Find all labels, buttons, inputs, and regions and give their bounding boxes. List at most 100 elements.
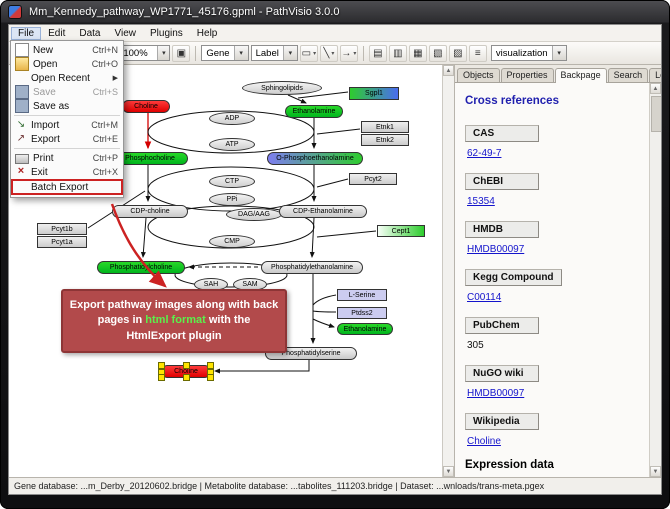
node-choline[interactable]: Choline: [122, 100, 170, 113]
selection-handle[interactable]: [207, 374, 214, 381]
scroll-down-icon[interactable]: ▼: [650, 466, 661, 477]
tab-objects[interactable]: Objects: [457, 68, 500, 82]
xref-database-name: HMDB: [465, 221, 539, 238]
file-menu-item-save-as[interactable]: Save as: [11, 99, 123, 113]
node-sgpl1[interactable]: Sgpl1: [349, 87, 399, 100]
node-etnk2[interactable]: Etnk2: [361, 134, 409, 146]
node-ethanolamine[interactable]: Ethanolamine: [285, 105, 343, 118]
panel-vertical-scrollbar[interactable]: ▲ ▼: [649, 83, 661, 477]
node-phosphatidylcholine[interactable]: Phosphatidylcholine: [97, 261, 185, 274]
tab-search[interactable]: Search: [607, 68, 649, 82]
node-l-serine[interactable]: L-Serine: [337, 289, 387, 301]
arrow-tool-dropdown[interactable]: →▾: [339, 44, 358, 62]
visualization-dropdown[interactable]: visualization ▾: [490, 45, 567, 61]
node-etnk1[interactable]: Etnk1: [361, 121, 409, 133]
callout-highlight: html format: [145, 314, 206, 327]
node-ptdss2[interactable]: Ptdss2: [337, 307, 387, 319]
callout-line1: Export pathway images along with back: [69, 299, 279, 311]
menu-shortcut: Ctrl+N: [92, 45, 118, 55]
align-top-icon[interactable]: ▦: [408, 44, 427, 62]
node-dag-aag[interactable]: DAG/AAG: [226, 208, 282, 221]
canvas-vertical-scrollbar[interactable]: ▲ ▼: [442, 65, 454, 477]
align-left-icon[interactable]: ▤: [368, 44, 387, 62]
selection-handle[interactable]: [158, 374, 165, 381]
node-sphingolipids[interactable]: Sphingolipids: [242, 81, 322, 95]
align-center-icon[interactable]: ▥: [388, 44, 407, 62]
file-menu-item-open-recent[interactable]: Open Recent▶: [11, 71, 123, 85]
selection-handle[interactable]: [183, 374, 190, 381]
node-cdp-choline[interactable]: CDP-choline: [112, 205, 188, 218]
selection-handle[interactable]: [183, 362, 190, 369]
node-pcyt1b[interactable]: Pcyt1b: [37, 223, 87, 235]
xref-database-name: NuGO wiki: [465, 365, 539, 382]
distribute-vertical-icon[interactable]: ▨: [448, 44, 467, 62]
export-icon: [15, 133, 27, 145]
node-phosphatidylethanolamine[interactable]: Phosphatidylethanolamine: [261, 261, 363, 274]
stack-objects-icon[interactable]: ≡: [468, 44, 487, 62]
scrollbar-thumb[interactable]: [651, 96, 661, 132]
node-ppi[interactable]: PPi: [209, 193, 255, 206]
zoom-fit-icon[interactable]: ▣: [172, 44, 191, 62]
xref-link[interactable]: HMDB00097: [467, 244, 525, 255]
scroll-up-icon[interactable]: ▲: [650, 83, 661, 94]
xref-link[interactable]: C00114: [467, 292, 502, 303]
menu-file[interactable]: File: [11, 26, 42, 40]
menu-help[interactable]: Help: [196, 27, 218, 39]
tab-backpage[interactable]: Backpage: [554, 68, 607, 83]
chevron-down-icon[interactable]: ▾: [282, 46, 297, 60]
gene-template-dropdown[interactable]: Gene ▾: [201, 45, 249, 61]
distribute-horizontal-icon[interactable]: ▧: [428, 44, 447, 62]
node-ethanolamine[interactable]: Ethanolamine: [337, 323, 393, 335]
chevron-down-icon[interactable]: ▾: [551, 46, 566, 60]
titlebar[interactable]: Mm_Kennedy_pathway_WP1771_45176.gpml - P…: [0, 0, 670, 24]
node-pcyt1a[interactable]: Pcyt1a: [37, 236, 87, 248]
node-cept1[interactable]: Cept1: [377, 225, 425, 237]
node-adp[interactable]: ADP: [209, 112, 255, 125]
file-menu-item-label: Save: [33, 86, 56, 98]
tab-legend[interactable]: Legend: [649, 68, 661, 82]
scroll-down-icon[interactable]: ▼: [443, 466, 454, 477]
file-menu-item-batch-export[interactable]: Batch Export: [11, 179, 123, 195]
chevron-down-icon[interactable]: ▾: [233, 46, 248, 60]
menu-shortcut: Ctrl+O: [91, 59, 118, 69]
node-cdp-ethanolamine[interactable]: CDP-Ethanolamine: [279, 205, 367, 218]
menu-data[interactable]: Data: [79, 27, 101, 39]
node-ctp[interactable]: CTP: [209, 175, 255, 188]
node-o-phosphoethanolamine[interactable]: O-Phosphoethanolamine: [267, 152, 363, 165]
node-choline[interactable]: Choline: [158, 362, 214, 381]
node-phosphatidylserine[interactable]: Phosphatidylserine: [265, 347, 357, 360]
tab-properties[interactable]: Properties: [500, 68, 554, 82]
callout-line2-post: with the: [205, 314, 251, 327]
node-pcyt2[interactable]: Pcyt2: [349, 173, 397, 185]
menu-view[interactable]: View: [114, 27, 136, 39]
menu-item-spacer: [15, 72, 27, 84]
xref-link[interactable]: HMDB00097: [467, 388, 525, 399]
scroll-up-icon[interactable]: ▲: [443, 65, 454, 76]
line-tool-dropdown[interactable]: ╲▾: [319, 44, 338, 62]
node-cmp[interactable]: CMP: [209, 235, 255, 248]
xref-link[interactable]: 15354: [467, 196, 495, 207]
xref-link[interactable]: 62-49-7: [467, 148, 502, 159]
zoom-combobox[interactable]: 100% ▾: [118, 45, 171, 61]
xref-database-name: Kegg Compound: [465, 269, 562, 286]
print-icon: [15, 154, 29, 164]
node-atp[interactable]: ATP: [209, 138, 255, 151]
menu-edit[interactable]: Edit: [48, 27, 66, 39]
menu-shortcut: Ctrl+P: [92, 153, 118, 163]
chevron-down-icon[interactable]: ▾: [157, 46, 170, 60]
xref-link[interactable]: Choline: [467, 436, 501, 447]
label-template-dropdown[interactable]: Label ▾: [250, 45, 298, 61]
shape-tool-dropdown[interactable]: ▭▾: [299, 44, 318, 62]
menu-plugins[interactable]: Plugins: [149, 27, 183, 39]
new-doc-icon: [15, 43, 29, 57]
